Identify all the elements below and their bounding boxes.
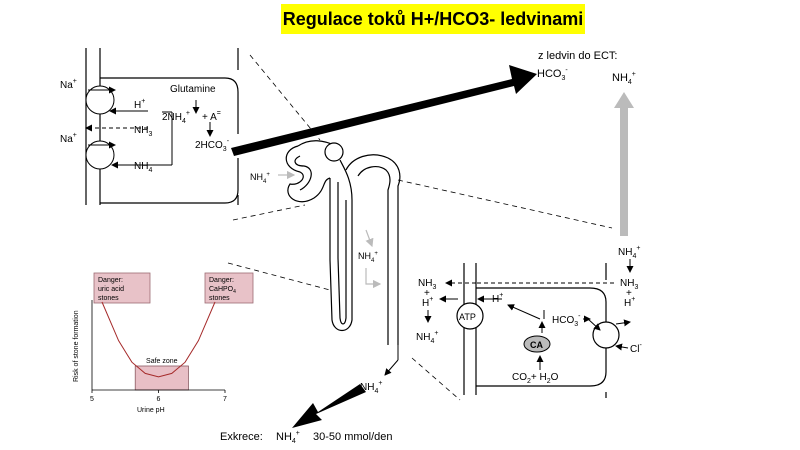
loop-nh4-b: NH4+ <box>358 251 378 264</box>
two-hco3-label: 2HCO3- <box>195 138 230 153</box>
ect-nh4-label: NH4+ <box>612 71 636 86</box>
safe-zone <box>134 365 189 391</box>
danger-right-line1: Danger: <box>209 277 234 284</box>
stone-risk-chart: Danger: uric acid stones Danger: CaHPO4 … <box>73 272 254 414</box>
chart-ylabel: Risk of stone formation <box>73 310 80 382</box>
two-nh4-label: 2NH4+ <box>162 110 190 125</box>
ect-heading: z ledvin do ECT: <box>538 50 617 62</box>
nh4-export-arrow-head <box>614 92 634 108</box>
collecting-nh4-top: NH4+ <box>618 245 640 260</box>
co2-h2o-label: CO2+ H2O <box>512 372 559 385</box>
nh4-left-label: NH4 <box>134 161 152 174</box>
collecting-nh3-left: NH3 <box>418 278 436 291</box>
glomerulus <box>324 142 344 162</box>
x-tick-label: 5 <box>90 396 94 403</box>
collecting-arrows <box>424 259 634 370</box>
safe-zone-label: Safe zone <box>146 358 178 365</box>
danger-right-line2: CaHPO4 <box>209 286 236 295</box>
risk-curve <box>101 301 216 378</box>
atp-pump <box>456 302 484 330</box>
collecting-nh4-left: NH4+ <box>416 330 438 345</box>
collecting-duct-cell <box>463 263 607 398</box>
loop-outflow-line-2 <box>384 359 399 376</box>
proximal-tubule-cell <box>85 48 239 205</box>
loop-nh4-c: NH4+ <box>360 380 382 395</box>
glutamine-label: Glutamine <box>170 84 216 95</box>
chart-xlabel: Urine pH <box>137 407 165 414</box>
x-tick-label: 6 <box>157 396 161 403</box>
na-bottom-label: Na+ <box>60 132 77 145</box>
carbonic-anhydrase <box>523 335 551 353</box>
collecting-nh3-right: NH3 <box>620 278 638 291</box>
hco3-export-arrow <box>231 65 537 156</box>
collecting-hco3-inner: HCO3- <box>552 313 581 328</box>
zoom-guide-lines <box>227 54 613 401</box>
excretion-amount: 30-50 mmol/den <box>313 431 393 443</box>
danger-left-line3: stones <box>98 295 119 302</box>
nephron-tubule <box>285 140 401 345</box>
collecting-h-left: H+ <box>422 296 433 309</box>
loop-nh4-a: NH4+ <box>250 172 270 185</box>
collecting-plus-right: + <box>626 288 632 299</box>
ca-label: CA <box>530 340 543 350</box>
ect-hco3-label: HCO3- <box>537 67 568 82</box>
nh4-export-arrow-shaft <box>620 106 628 236</box>
atp-label: ATP <box>459 312 476 322</box>
plus-a-label: + A= <box>202 110 221 123</box>
na-transporter-bottom <box>85 140 115 170</box>
proximal-arrows <box>85 86 214 169</box>
collecting-h-inner: H+ <box>492 292 503 305</box>
na-transporter-top <box>85 85 115 115</box>
nh3-label: NH3 <box>134 125 152 138</box>
h-plus-label: H+ <box>134 98 145 111</box>
collecting-h-right: H+ <box>624 296 635 309</box>
danger-right-box <box>204 272 254 304</box>
excretion-arrow <box>292 384 366 428</box>
danger-right-line3: stones <box>209 295 230 302</box>
excretion-label: Exkrece: <box>220 431 263 443</box>
loop-grey-arrows <box>278 170 382 289</box>
na-top-label: Na+ <box>60 78 77 91</box>
x-tick-label: 7 <box>223 396 227 403</box>
danger-left-line2: uric acid <box>98 286 124 293</box>
collecting-plus-left: + <box>424 288 430 299</box>
excretion-nh4: NH4+ <box>276 430 300 445</box>
page-title: Regulace toků H+/HCO3- ledvinami <box>281 4 585 34</box>
cl-label: Cl- <box>630 342 642 355</box>
cl-exchanger <box>592 321 620 349</box>
danger-left-line1: Danger: <box>98 277 123 284</box>
danger-left-box <box>93 272 151 304</box>
